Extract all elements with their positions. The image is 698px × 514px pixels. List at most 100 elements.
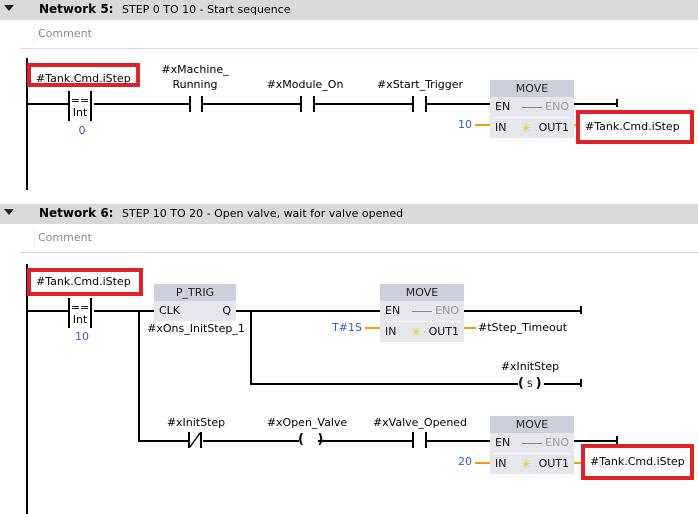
compare-value[interactable]: 10 [75,330,89,343]
contact-no-icon[interactable] [300,96,302,112]
network-5-comment[interactable]: Comment [34,24,698,44]
move-out-value[interactable]: #Tank.Cmd.iStep [581,444,694,480]
collapse-triangle-icon[interactable] [4,209,14,215]
q-pin: Q [222,304,231,317]
rung-wire [203,440,299,442]
out1-pin: OUT1 [428,325,459,338]
en-pin: EN [385,304,401,317]
network-6-description: STEP 10 TO 20 - Open valve, wait for val… [122,207,404,220]
network-6-title: Network 6: [39,206,114,220]
rung-wire [314,103,412,105]
collapse-triangle-icon[interactable] [4,5,14,11]
contact-nc-icon[interactable] [187,432,203,448]
move-title: MOVE [490,416,574,433]
move-title: MOVE [380,284,464,301]
compare-operand[interactable]: #Tank.Cmd.iStep [27,63,140,87]
rung-wire [574,440,618,442]
rung-wire [26,103,68,105]
out-wire [464,327,476,329]
out1-pin: OUT1 [538,457,569,470]
compare-box[interactable]: == Int [68,91,92,121]
power-rail [26,264,28,514]
in-wire [475,124,490,126]
contact-no-icon[interactable] [189,96,191,112]
contact-label: #xValve_Opened [372,416,468,429]
network-5-header[interactable]: Network 5: STEP 0 TO 10 - Start sequence [0,0,698,20]
contact-label: Running [172,78,218,91]
en-pin: EN [495,100,511,113]
eno-pin: ENO [545,436,569,449]
eno-pin: ENO [435,304,459,317]
rung-wire [464,310,582,312]
rung-wire [426,440,490,442]
compare-box[interactable]: == Int [68,298,92,328]
rung-wire [574,103,618,105]
power-rail [26,58,28,190]
rung-wire [26,310,68,312]
move-block[interactable]: MOVE EN ENO IN ✳ OUT1 [490,80,574,138]
in-pin: IN [495,121,507,134]
rung-end [580,306,582,314]
rung-wire [250,383,518,385]
set-coil[interactable]: (S) [518,376,542,391]
move-in-value[interactable]: T#1S [332,321,362,334]
rung-wire [94,310,154,312]
contact-label: #xInitStep [166,416,226,429]
move-out-value[interactable]: #Tank.Cmd.iStep [576,110,694,144]
move-title: MOVE [490,80,574,97]
out-wire [574,462,586,464]
branch-wire [138,310,140,442]
network-6-comment[interactable]: Comment [34,228,698,248]
in-wire [365,327,380,329]
compare-operand[interactable]: #Tank.Cmd.iStep [27,268,143,296]
p-trig-title: P_TRIG [154,284,236,301]
compare-type: Int [72,313,88,326]
rung-wire [544,383,582,385]
star-icon: ✳ [521,457,532,471]
eno-pin: ENO [545,100,569,113]
p-trig-instance[interactable]: #xOns_InitStep_1 [147,322,245,335]
en-pin: EN [495,436,511,449]
contact-label: #xModule_On [266,78,344,91]
rung-wire [138,440,190,442]
in-pin: IN [385,325,397,338]
compare-op: == [70,301,90,314]
contact-label: #xStart_Trigger [376,78,464,91]
star-icon: ✳ [411,325,422,339]
rung-end [580,379,582,387]
p-trig-block[interactable]: P_TRIG CLK Q [154,284,236,321]
network-6-header[interactable]: Network 6: STEP 10 TO 20 - Open valve, w… [0,204,698,224]
star-icon: ✳ [521,121,532,135]
rung-end [616,436,618,444]
set-coil-symbol: S [526,380,533,390]
compare-op: == [70,94,90,107]
rung-wire [318,440,412,442]
divider [20,48,698,49]
clk-pin: CLK [159,304,181,317]
compare-value[interactable]: 0 [78,124,86,137]
contact-no-icon[interactable] [412,96,414,112]
out1-pin: OUT1 [538,121,569,134]
divider [20,252,698,253]
move-block[interactable]: MOVE EN ENO IN ✳ OUT1 [380,284,464,342]
move-block[interactable]: MOVE EN ENO IN ✳ OUT1 [490,416,574,474]
rung-wire [202,103,300,105]
compare-type: Int [72,106,88,119]
rung-wire [426,103,490,105]
coil-label: #xOpen_Valve [266,416,348,429]
contact-label: #xMachine_ [161,63,229,76]
coil-label: #xInitStep [500,360,560,373]
in-pin: IN [495,457,507,470]
network-5-title: Network 5: [39,2,114,16]
move-in-value[interactable]: 20 [458,455,472,468]
rung-wire [94,103,190,105]
network-5-description: STEP 0 TO 10 - Start sequence [122,3,291,16]
rung-wire [236,310,380,312]
move-out-value[interactable]: #tStep_Timeout [478,321,568,334]
move-in-value[interactable]: 10 [458,118,472,131]
contact-no-icon[interactable] [412,432,414,448]
in-wire [475,462,490,464]
rung-end [616,99,618,107]
branch-wire [250,310,252,384]
output-coil[interactable]: ( ) [298,432,324,447]
